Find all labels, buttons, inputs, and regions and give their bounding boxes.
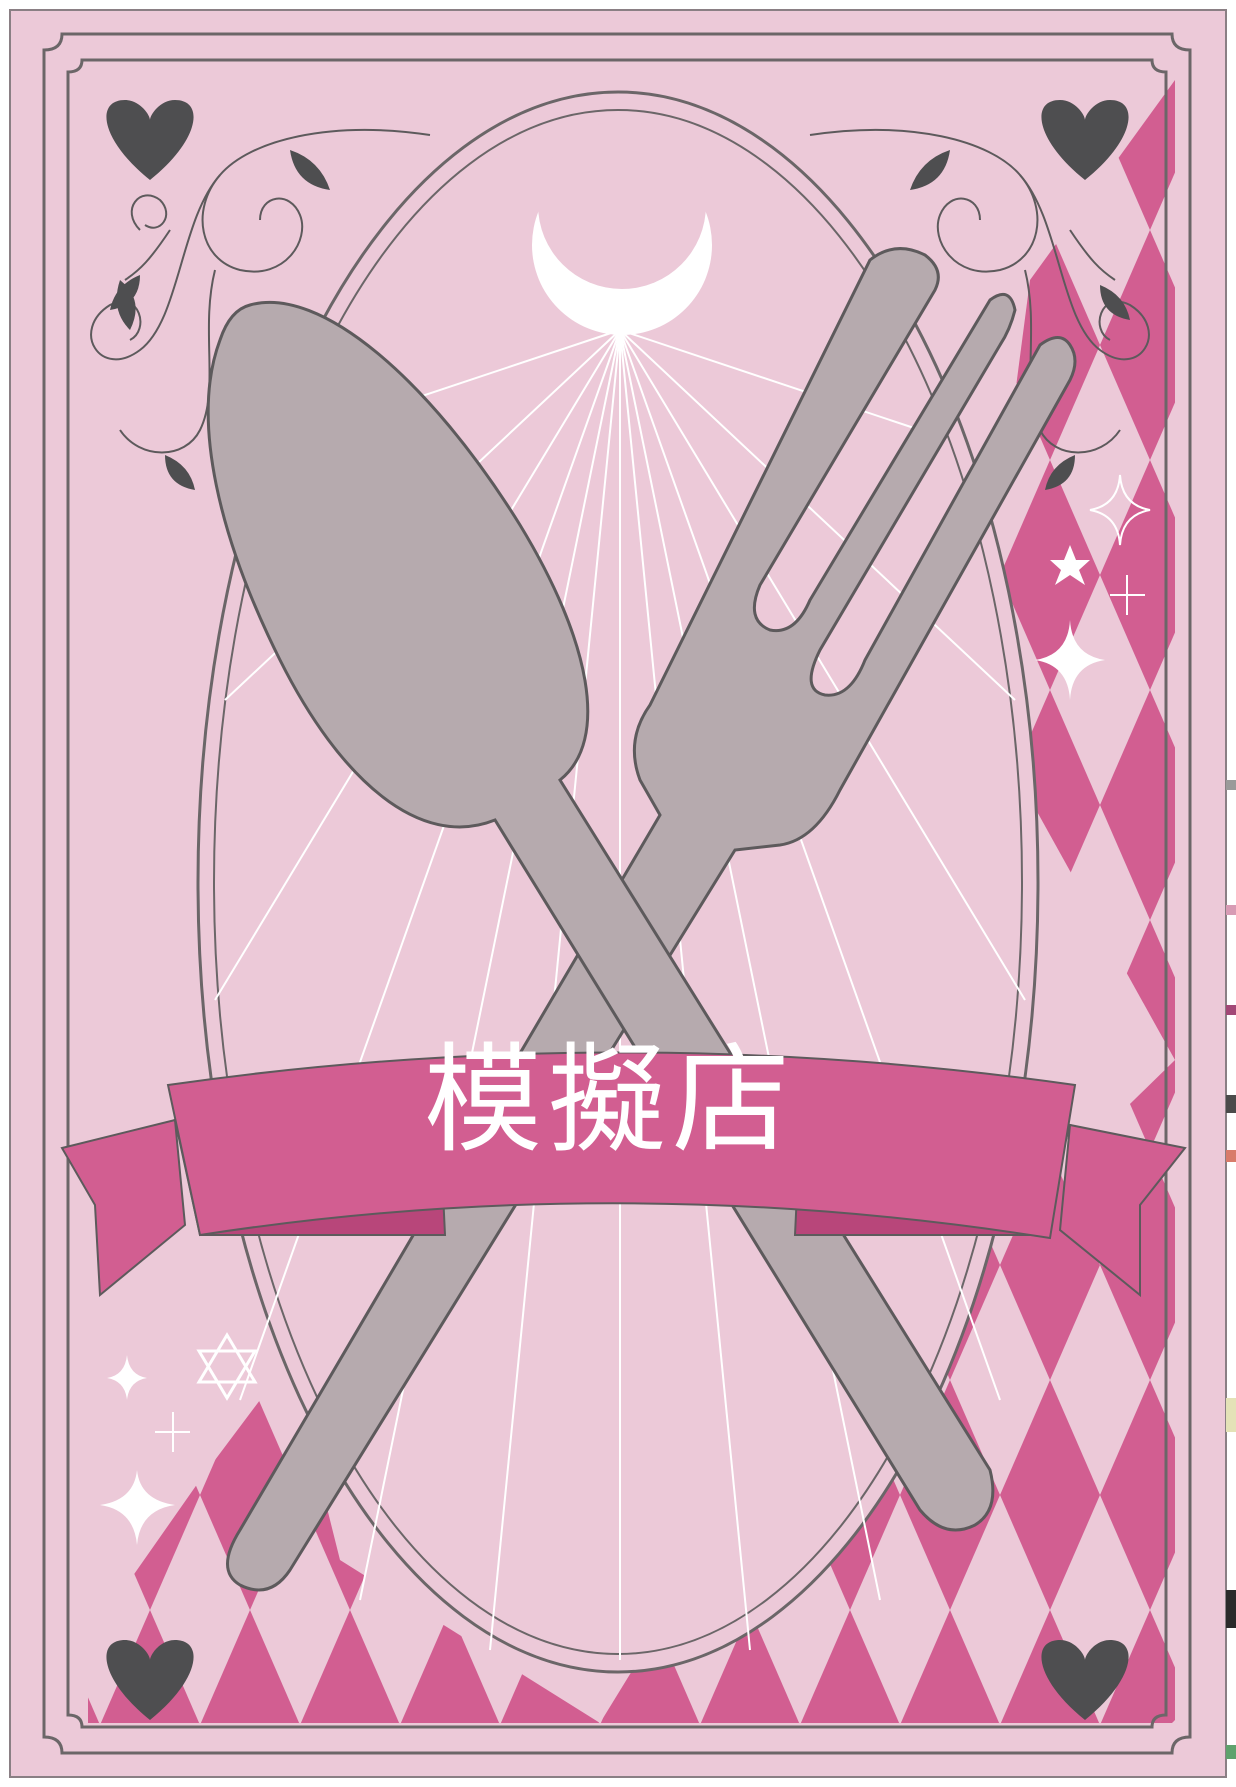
fork-icon bbox=[226, 247, 1077, 1592]
heart-icon bbox=[106, 1640, 194, 1720]
sparkle-icon bbox=[100, 1355, 175, 1545]
sparkle-icon bbox=[1035, 545, 1105, 700]
heart-icon bbox=[106, 100, 194, 180]
outer-frame bbox=[42, 32, 1192, 1755]
edge-swatches bbox=[1226, 780, 1236, 1759]
ribbon-banner bbox=[60, 1051, 1187, 1298]
leaf-icon bbox=[110, 150, 330, 490]
inner-frame bbox=[66, 58, 1168, 1729]
crescent-moon-icon bbox=[532, 121, 712, 335]
oval-frame-inner bbox=[213, 109, 1023, 1655]
leaf-icon bbox=[910, 150, 1130, 490]
banner-title: 模擬店 bbox=[423, 1031, 796, 1169]
ribbon-main bbox=[166, 1051, 1077, 1240]
ribbon-left-tail bbox=[60, 1118, 187, 1298]
heart-icon bbox=[1041, 1640, 1129, 1720]
sparkle-icon bbox=[1089, 474, 1151, 615]
ribbon-right-tail bbox=[1058, 1123, 1187, 1298]
hexagram-icon bbox=[196, 1332, 258, 1401]
heart-icon bbox=[1041, 100, 1129, 180]
sparkle-icon bbox=[155, 1412, 190, 1452]
